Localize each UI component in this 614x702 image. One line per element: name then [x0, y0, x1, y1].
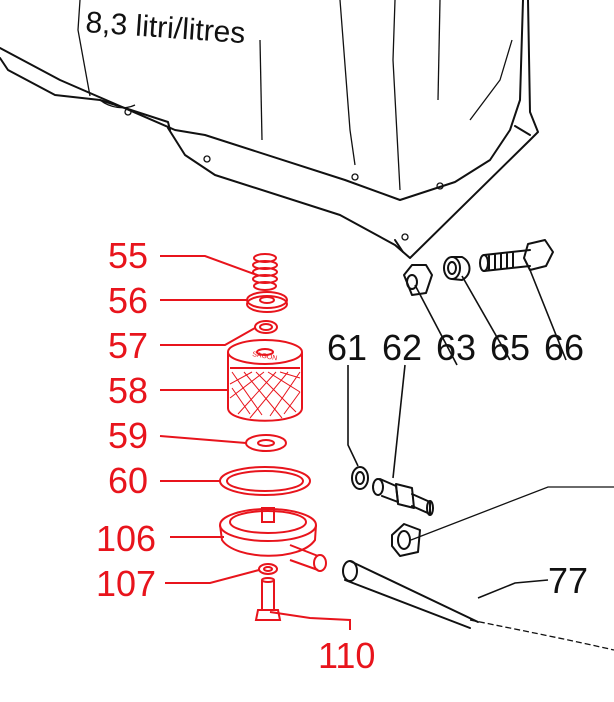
label-107: 107: [96, 563, 156, 604]
washer-107: [258, 563, 278, 575]
spacer-65: [443, 256, 471, 281]
bolt-66: [479, 239, 554, 272]
label-66: 66: [544, 327, 584, 368]
label-58: 58: [108, 370, 148, 411]
washer-59: [245, 434, 287, 452]
filter-58: [227, 339, 303, 422]
filter-base-106: [219, 507, 327, 572]
washer-61: [351, 466, 369, 490]
label-106: 106: [96, 518, 156, 559]
label-61: 61: [327, 327, 367, 368]
spring-55: [252, 253, 278, 291]
gasket-60: [219, 466, 311, 496]
label-110: 110: [318, 635, 375, 676]
capacity-text: 8,3 litri/litres: [85, 6, 247, 50]
washer-56: [246, 291, 288, 313]
leaders-red: [159, 255, 351, 630]
fitting-62: [372, 478, 434, 516]
label-63: 63: [436, 327, 476, 368]
label-60: 60: [108, 460, 148, 501]
hose-clamp: [391, 523, 421, 557]
nut-63: [403, 264, 433, 296]
bolt-110: [254, 577, 282, 621]
red-labels: 55 56 57 58 59 60 106 107 110: [96, 235, 375, 676]
label-55: 55: [108, 235, 148, 276]
label-62: 62: [382, 327, 422, 368]
label-57: 57: [108, 325, 148, 366]
label-77: 77: [548, 560, 588, 601]
label-56: 56: [108, 280, 148, 321]
leaders-black: [347, 269, 567, 599]
oil-tank: [0, 0, 539, 259]
hose-77: [342, 560, 479, 629]
oring-57: [254, 320, 278, 334]
filter-brand: SAGON: [252, 351, 278, 362]
label-59: 59: [108, 415, 148, 456]
black-labels: 61 62 63 65 66 77: [327, 327, 588, 601]
label-65: 65: [490, 327, 530, 368]
